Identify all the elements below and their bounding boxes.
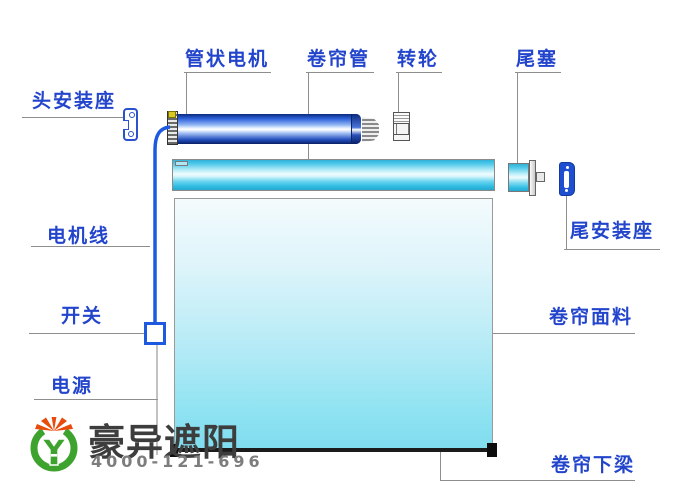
tail-bracket-hole-top bbox=[566, 166, 569, 169]
motor-drive-shaft bbox=[362, 117, 379, 142]
roller-tube bbox=[172, 159, 495, 191]
tubular-motor-body bbox=[177, 114, 361, 144]
underline-motor-wire bbox=[31, 246, 150, 247]
leader-bottom-rail-v bbox=[440, 452, 441, 481]
label-tail-bracket: 尾安装座 bbox=[570, 220, 655, 242]
bottom-rail-bar bbox=[174, 448, 493, 452]
wheel-mid bbox=[396, 124, 409, 135]
underline-wheel bbox=[396, 72, 442, 73]
bottom-rail-right-cap bbox=[487, 443, 497, 457]
label-motor-wire: 电机线 bbox=[47, 225, 111, 247]
head-mount-bracket bbox=[123, 108, 138, 141]
label-wheel: 转轮 bbox=[397, 48, 440, 70]
head-bracket-notch bbox=[123, 120, 129, 130]
underline-tubular-motor bbox=[184, 72, 271, 73]
leader-tail-plug bbox=[517, 72, 518, 176]
leader-fabric bbox=[440, 333, 635, 334]
underline-switch bbox=[29, 333, 145, 334]
brand-phone: 4000-121-696 bbox=[91, 452, 264, 471]
underline-head-bracket bbox=[22, 117, 123, 118]
label-switch: 开关 bbox=[61, 305, 104, 327]
label-tail-plug: 尾塞 bbox=[516, 48, 559, 70]
leader-tail-bracket bbox=[566, 196, 567, 250]
bottom-rail-left-cap bbox=[170, 444, 178, 457]
wheel-ridges bbox=[394, 113, 409, 124]
tail-bracket-slot bbox=[564, 171, 569, 188]
leader-wheel bbox=[398, 72, 399, 115]
head-bracket-hole-top bbox=[129, 112, 135, 118]
leader-bottom-rail-h bbox=[440, 480, 635, 481]
tubular-motor-head-mark bbox=[168, 111, 176, 118]
brand-logo-icon bbox=[30, 415, 78, 472]
label-roller-tube: 卷帘管 bbox=[307, 48, 371, 70]
brand-name: 豪异遮阳 bbox=[88, 421, 240, 464]
tail-bracket-hole-bottom bbox=[565, 189, 568, 192]
label-head-bracket: 头安装座 bbox=[32, 90, 117, 112]
fabric-panel bbox=[174, 198, 493, 452]
wheel-bottom bbox=[394, 134, 409, 140]
label-fabric: 卷帘面料 bbox=[549, 306, 634, 328]
tubular-motor-end bbox=[351, 114, 361, 144]
leader-tubular-motor bbox=[186, 72, 187, 132]
roller-tube-notch bbox=[175, 161, 188, 166]
underline-tail-plug bbox=[515, 72, 561, 73]
label-bottom-rail: 卷帘下梁 bbox=[551, 454, 636, 476]
underline-tail-bracket bbox=[564, 249, 660, 250]
underline-power bbox=[34, 399, 158, 400]
switch-box bbox=[144, 322, 166, 345]
tail-plug-cylinder bbox=[508, 163, 529, 192]
tail-plug-pin bbox=[536, 172, 545, 182]
label-power: 电源 bbox=[51, 375, 94, 397]
underline-roller-tube bbox=[306, 72, 374, 73]
tail-mount-bracket bbox=[559, 162, 575, 196]
label-tubular-motor: 管状电机 bbox=[185, 48, 270, 70]
head-bracket-hole-bottom bbox=[128, 131, 134, 137]
wheel-adapter bbox=[393, 112, 410, 141]
motor-wire-line bbox=[153, 125, 171, 322]
tail-plug-flange bbox=[529, 160, 536, 196]
